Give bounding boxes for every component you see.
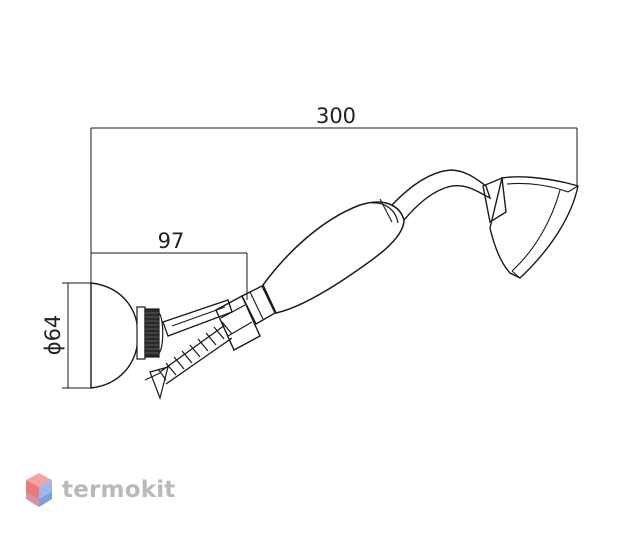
dim-label-300: 300 xyxy=(316,104,356,128)
knurled-ring xyxy=(136,306,164,360)
hose-nut xyxy=(215,295,261,351)
wall-flange xyxy=(90,282,139,389)
brand-name: termokit xyxy=(62,477,176,503)
dimension-diameter: ϕ64 xyxy=(41,282,91,389)
shower-neck xyxy=(391,169,492,221)
dim-label-97: 97 xyxy=(158,229,185,253)
dim-label-64: ϕ64 xyxy=(41,315,65,356)
brand-cube-icon xyxy=(26,473,52,507)
shower-handle xyxy=(241,198,405,325)
brand-logo: termokit xyxy=(24,470,175,510)
dimension-holder-offset: 97 xyxy=(91,229,248,300)
dimension-total-length: 300 xyxy=(90,104,578,283)
shower-head xyxy=(482,176,579,279)
coiled-hose xyxy=(144,321,233,400)
